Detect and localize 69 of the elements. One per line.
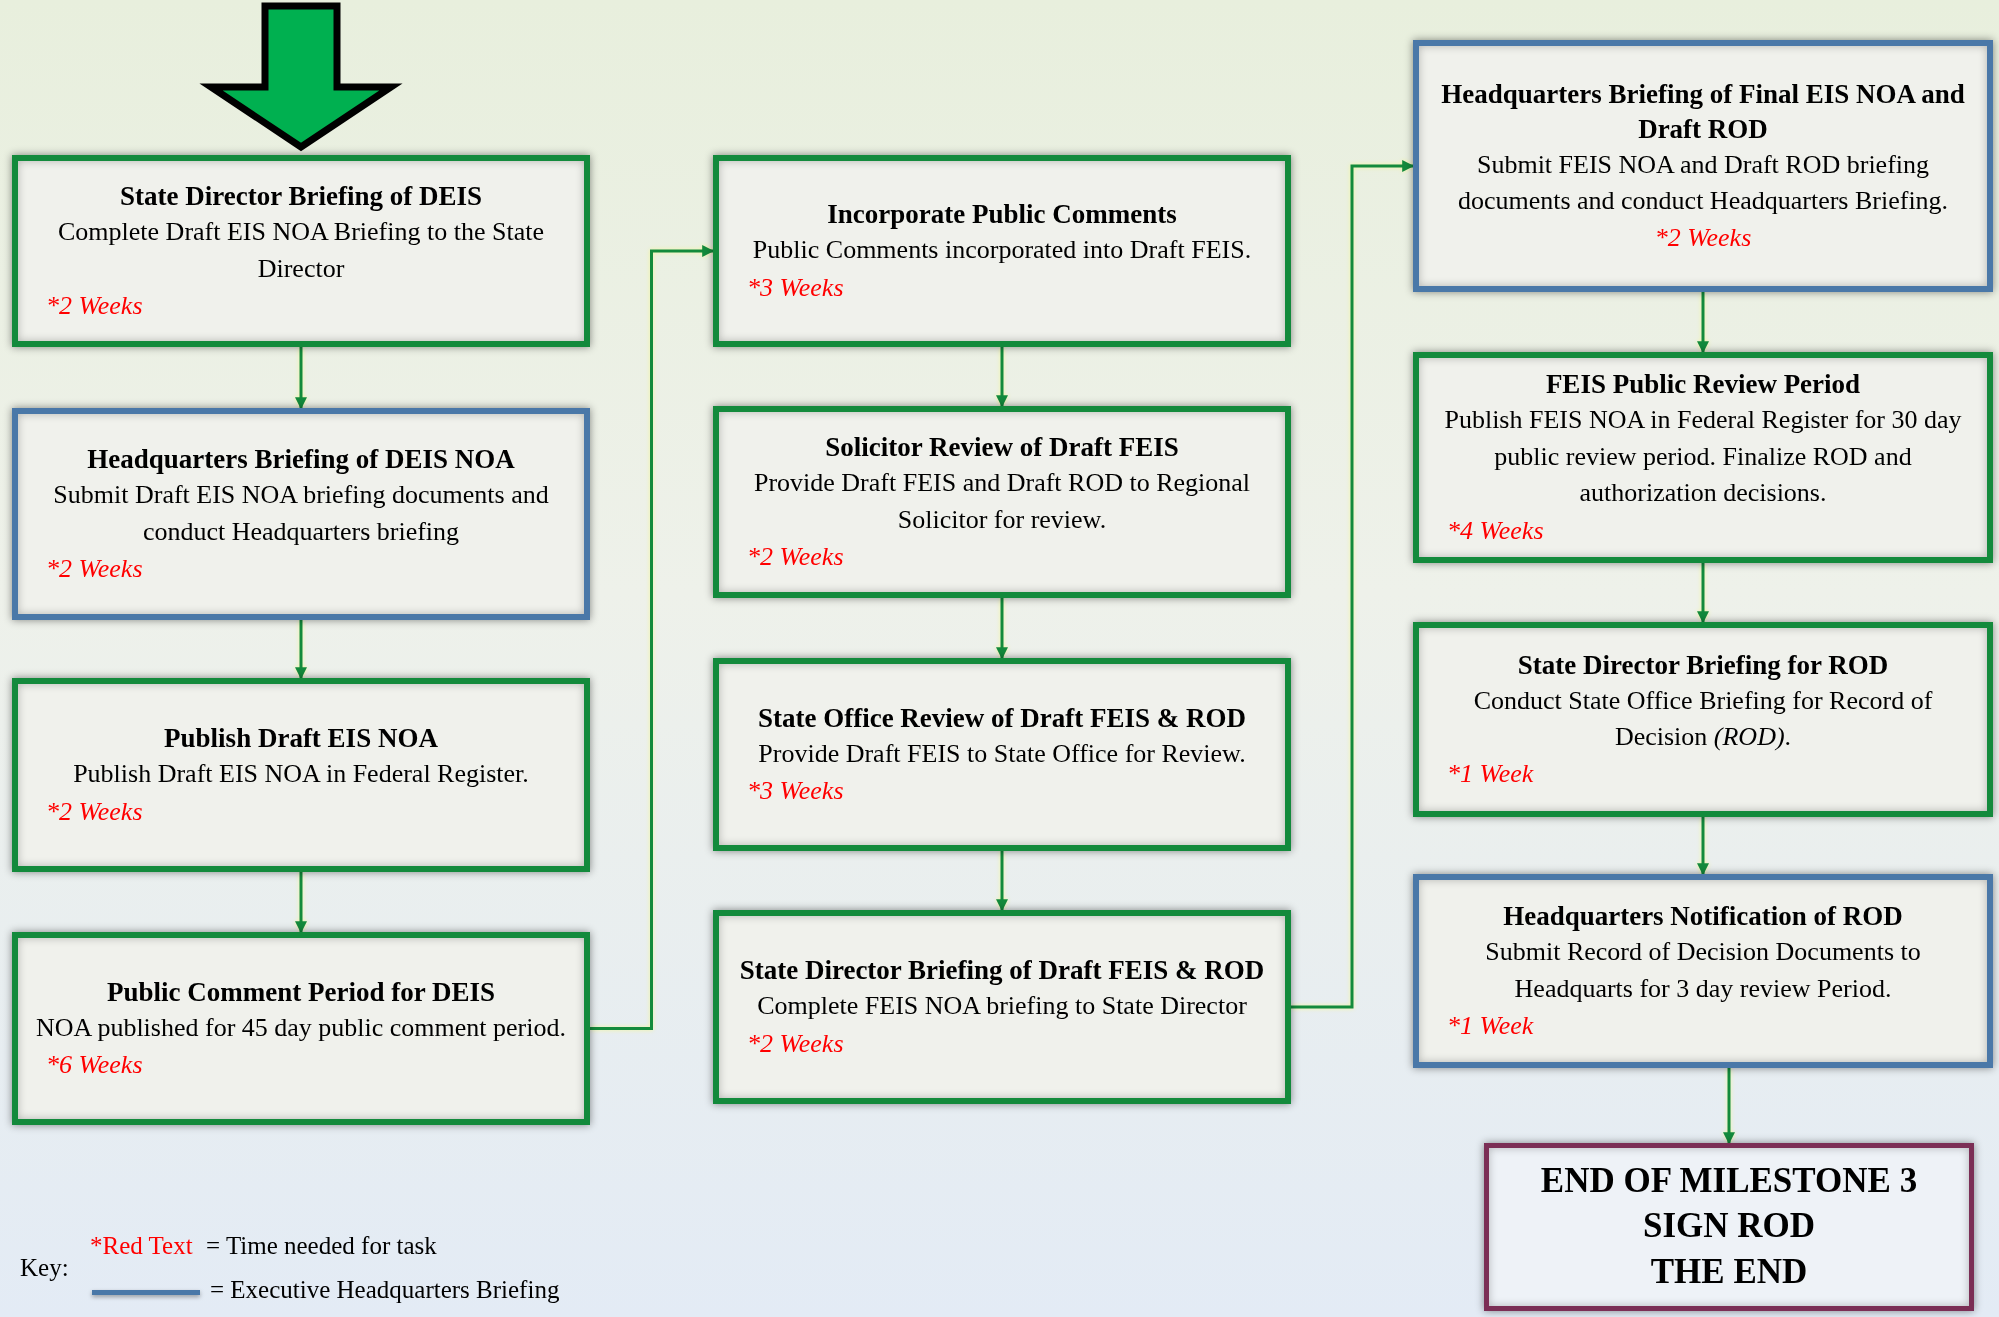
duration-text: *2 Weeks (746, 1028, 845, 1059)
legend-text: = Executive Headquarters Briefing (210, 1276, 560, 1304)
box-description: Complete Draft EIS NOA Briefing to the State Director (57, 216, 545, 285)
box-description: Provide Draft FEIS to State Office for Review. (757, 737, 1247, 770)
arrow (295, 620, 307, 680)
arrow (1697, 563, 1709, 624)
process-box (12, 155, 590, 347)
end-text: END OF MILESTONE 3 (1539, 1159, 1919, 1202)
process-box (713, 658, 1291, 851)
end-text: SIGN ROD (1641, 1205, 1817, 1248)
box-description: Publish Draft EIS NOA in Federal Register. (72, 758, 530, 791)
box-description: Complete FEIS NOA briefing to State Director (756, 990, 1248, 1023)
box-description: Submit FEIS NOA and Draft ROD briefing documents and conduct Headquarters Briefing. (1456, 148, 1950, 218)
box-heading: FEIS Public Review Period (1544, 368, 1862, 402)
end-text: THE END (1649, 1250, 1809, 1293)
box-description: Conduct State Office Briefing for Record of Decision (ROD). (1472, 684, 1934, 754)
end-box (1484, 1143, 1974, 1311)
box-description: Submit Record of Decision Documents to Headquarts for 3 day review Period. (1484, 936, 1922, 1005)
duration-text: *1 Week (1446, 1010, 1535, 1041)
arrow (1697, 292, 1709, 354)
arrow (996, 851, 1008, 912)
duration-text: *2 Weeks (45, 290, 144, 321)
box-heading: Incorporate Public Comments (826, 198, 1178, 232)
duration-text: *3 Weeks (746, 776, 845, 807)
duration-text: *4 Weeks (1446, 515, 1545, 546)
key-text: = Time needed for task (206, 1232, 437, 1260)
box-heading: Headquarters Briefing of DEIS NOA (86, 443, 516, 477)
process-box (713, 406, 1291, 598)
arrow (1291, 160, 1415, 1009)
box-heading: Solicitor Review of Draft FEIS (824, 431, 1180, 465)
duration-text: *2 Weeks (45, 796, 144, 827)
duration-text: *6 Weeks (45, 1050, 144, 1081)
box-heading: State Director Briefing of DEIS (119, 180, 483, 214)
block-arrow (199, 2, 403, 152)
arrow (295, 347, 307, 410)
key-label: Key: (20, 1254, 69, 1282)
box-description: Provide Draft FEIS and Draft ROD to Regional Solicitor for review. (752, 467, 1252, 536)
box-heading: Publish Draft EIS NOA (163, 722, 439, 756)
box-heading: Headquarters Briefing of Final EIS NOA and Draft ROD (1440, 77, 1966, 146)
briefing-box (12, 408, 590, 620)
box-heading: State Office Review of Draft FEIS & ROD (756, 701, 1248, 735)
duration-text: *1 Week (1446, 759, 1535, 790)
arrow (1697, 817, 1709, 876)
briefing-box (1413, 874, 1993, 1068)
process-box (1413, 622, 1993, 817)
box-heading: State Director Briefing of Draft FEIS & ROD (738, 954, 1266, 988)
duration-text: *2 Weeks (1653, 223, 1753, 254)
briefing-box (1413, 40, 1993, 292)
box-heading: Headquarters Notification of ROD (1502, 900, 1904, 934)
box-description: Publish FEIS NOA in Federal Register for 30 day public review period. Finalize ROD and authorization decisions. (1443, 404, 1963, 510)
process-box (713, 910, 1291, 1104)
box-description: Public Comments incorporated into Draft FEIS. (751, 234, 1253, 267)
process-box (713, 155, 1291, 347)
arrow (295, 872, 307, 934)
process-box (12, 932, 590, 1125)
process-box (1413, 352, 1993, 563)
arrow (1723, 1068, 1735, 1145)
process-box (12, 678, 590, 872)
duration-text: *2 Weeks (746, 541, 845, 572)
box-heading: State Director Briefing for ROD (1516, 648, 1890, 682)
duration-text: *3 Weeks (746, 272, 845, 303)
box-description: Submit Draft EIS NOA briefing documents and conduct Headquarters briefing (52, 479, 550, 548)
arrow (996, 347, 1008, 408)
key-sample-text: *Red Text (90, 1232, 193, 1260)
duration-text: *2 Weeks (45, 553, 144, 584)
arrow (996, 598, 1008, 660)
arrow (590, 245, 715, 1030)
box-heading: Public Comment Period for DEIS (106, 975, 496, 1009)
box-description: NOA published for 45 day public comment period. (35, 1011, 567, 1044)
